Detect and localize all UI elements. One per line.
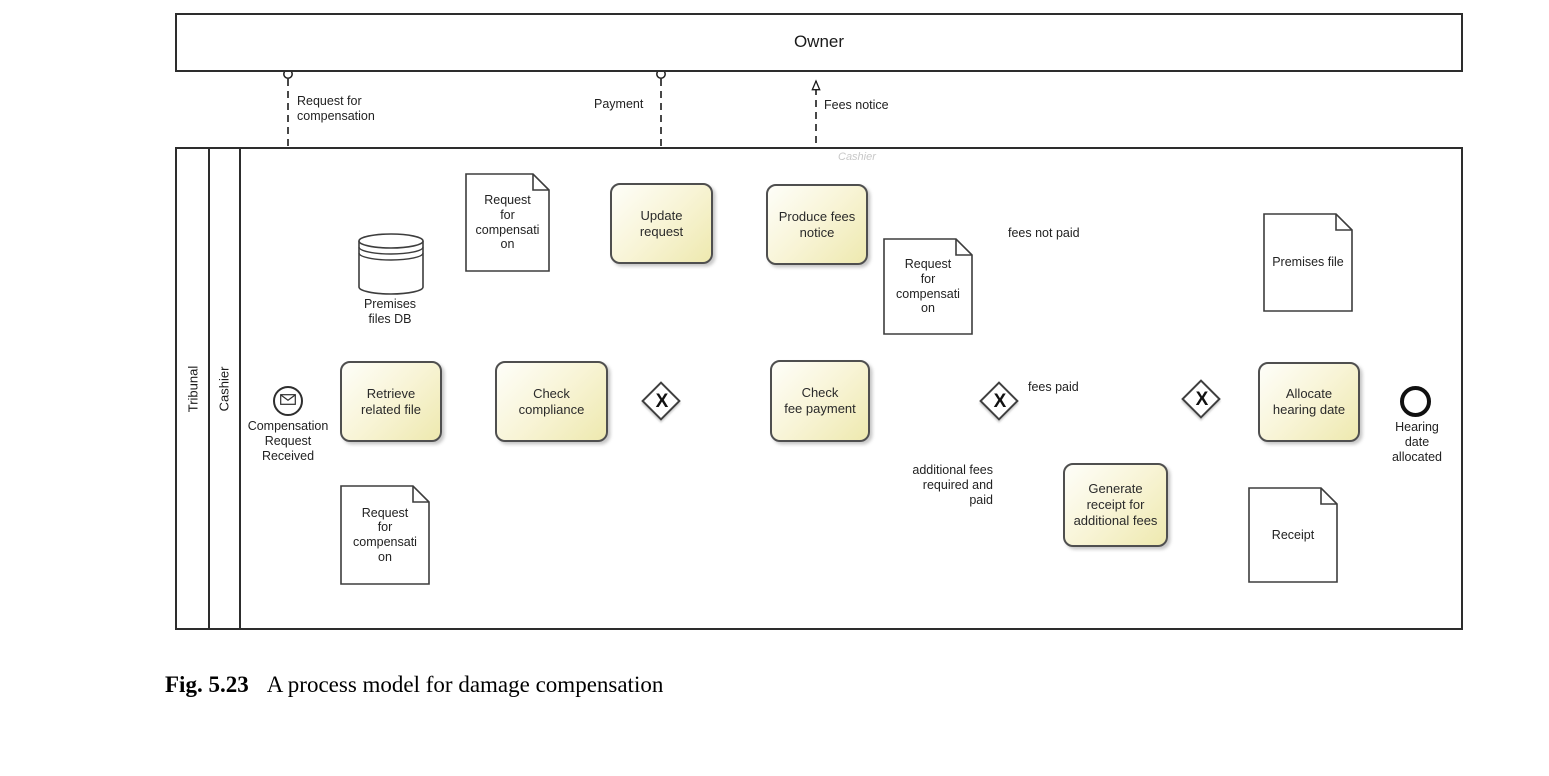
task-update-request: Update request	[610, 183, 713, 264]
pool-owner-label: Owner	[793, 31, 845, 51]
task-allocate-hearing-date: Allocate hearing date	[1258, 362, 1360, 442]
xor-gateway-join-1: X	[641, 381, 683, 423]
data-object-label: Request for compensati on	[896, 257, 960, 316]
pool-label-divider	[208, 149, 210, 628]
data-object-request-bottom: Request for compensati on	[340, 485, 430, 585]
flow-label-additional-fees: additional fees required and paid	[912, 463, 993, 507]
end-event	[1400, 386, 1431, 417]
xor-gateway-join-2: X	[1181, 379, 1223, 421]
end-event-label: Hearing date allocated	[1391, 420, 1443, 464]
xor-marker: X	[1195, 389, 1209, 410]
document-icon	[340, 485, 430, 585]
database-cylinder-icon	[358, 233, 424, 295]
figure-number: Fig. 5.23	[165, 672, 249, 697]
flow-label-fees-notice: Fees notice	[824, 98, 889, 112]
pool-tribunal-label: Tribunal	[185, 365, 201, 412]
task-produce-fees-notice: Produce fees notice	[766, 184, 868, 265]
data-object-label: Premises file	[1272, 255, 1344, 270]
data-store-premises-files-db	[357, 232, 425, 301]
xor-marker: X	[993, 391, 1007, 412]
data-object-label: Request for compensati on	[353, 505, 417, 564]
task-retrieve-related-file: Retrieve related file	[340, 361, 442, 442]
start-event-label: Compensation Request Received	[247, 419, 329, 463]
data-object-request-left: Request for compensati on	[465, 173, 550, 272]
lane-label-divider	[239, 149, 241, 628]
start-event-message	[273, 386, 303, 416]
task-generate-receipt: Generate receipt for additional fees	[1063, 463, 1168, 547]
data-object-request-right: Request for compensati on	[883, 238, 973, 335]
document-icon	[1263, 213, 1353, 312]
document-icon	[883, 238, 973, 335]
task-check-compliance: Check compliance	[495, 361, 608, 442]
figure-caption: Fig. 5.23 A process model for damage com…	[165, 672, 663, 698]
xor-marker: X	[655, 391, 669, 412]
flow-label-fees-not-paid: fees not paid	[1008, 226, 1080, 240]
pool-owner: Owner	[175, 13, 1463, 72]
xor-gateway-split-fees: X	[979, 381, 1021, 423]
data-object-premises-file: Premises file	[1263, 213, 1353, 312]
flow-label-payment: Payment	[594, 97, 644, 111]
task-check-fee-payment: Check fee payment	[770, 360, 870, 442]
data-object-label: Request for compensati on	[475, 193, 540, 252]
flow-label-fees-paid: fees paid	[1028, 380, 1079, 394]
document-icon	[1248, 487, 1338, 583]
data-object-receipt: Receipt	[1248, 487, 1338, 583]
flow-label-request-for-compensation: Request for compensation	[297, 94, 375, 123]
document-icon	[465, 173, 550, 272]
figure-title: A process model for damage compensation	[266, 672, 664, 697]
lane-cashier-label: Cashier	[216, 366, 232, 411]
lane-watermark: Cashier	[838, 151, 876, 163]
message-envelope-icon	[280, 392, 296, 410]
data-store-label: Premises files DB	[363, 297, 417, 326]
data-object-label: Receipt	[1271, 527, 1315, 542]
